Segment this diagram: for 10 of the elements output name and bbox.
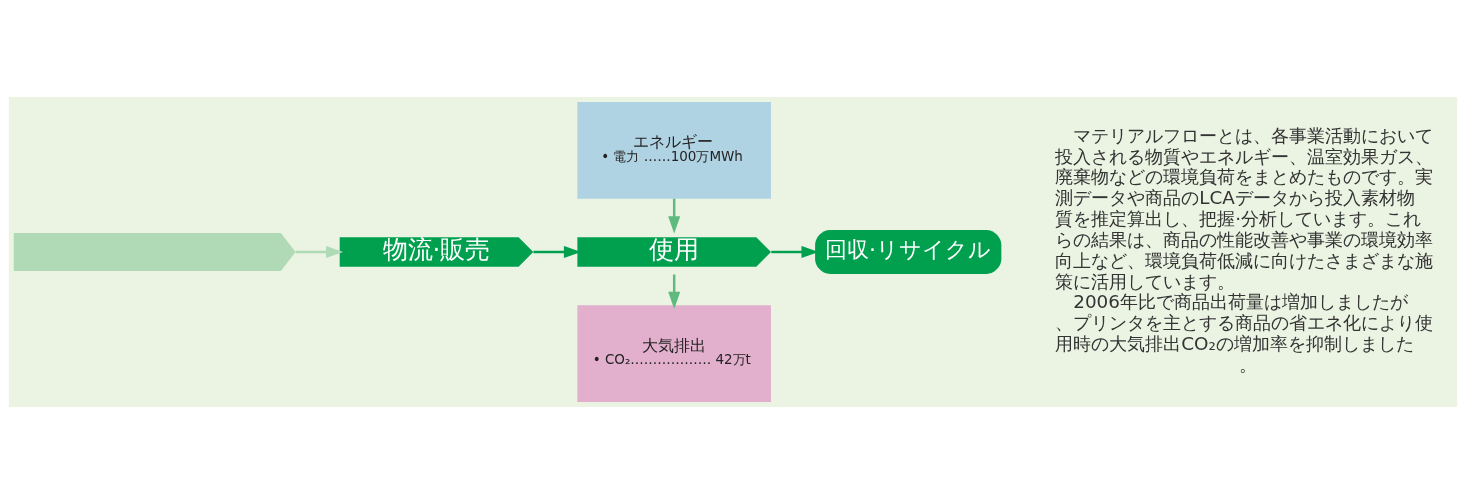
arrow	[668, 273, 681, 309]
label: 2006年比で商品出荷量は増加しましたが、プリンタを主とする商品の省エネ化により使用時の大気排出CO₂の増加率を抑制しました。	[1055, 290, 1434, 375]
arrow	[771, 245, 819, 258]
label: マテリアルフローとは、各事業活動において投入される物質やエネルギー、温室効果ガス、廃棄物などの環境負荷をまとめたものです。実測データや商品のLCAデータから投入素材物質を推定算出し、把握·分析しています。これらの結果は、商品の性能改善や事業の環境効率向上など、環境負荷低減に向けたさまざまな施策に活用しています。	[1055, 124, 1434, 292]
node-box: 大気排出 • CO₂……………… 42万t	[577, 304, 771, 402]
arrow	[668, 198, 681, 233]
node-box: エネルギー • 電力 ……100万MWh	[577, 101, 771, 199]
node-box	[13, 232, 296, 271]
arrow	[295, 245, 344, 258]
node-box: 回収·リサイクル	[815, 229, 1002, 274]
